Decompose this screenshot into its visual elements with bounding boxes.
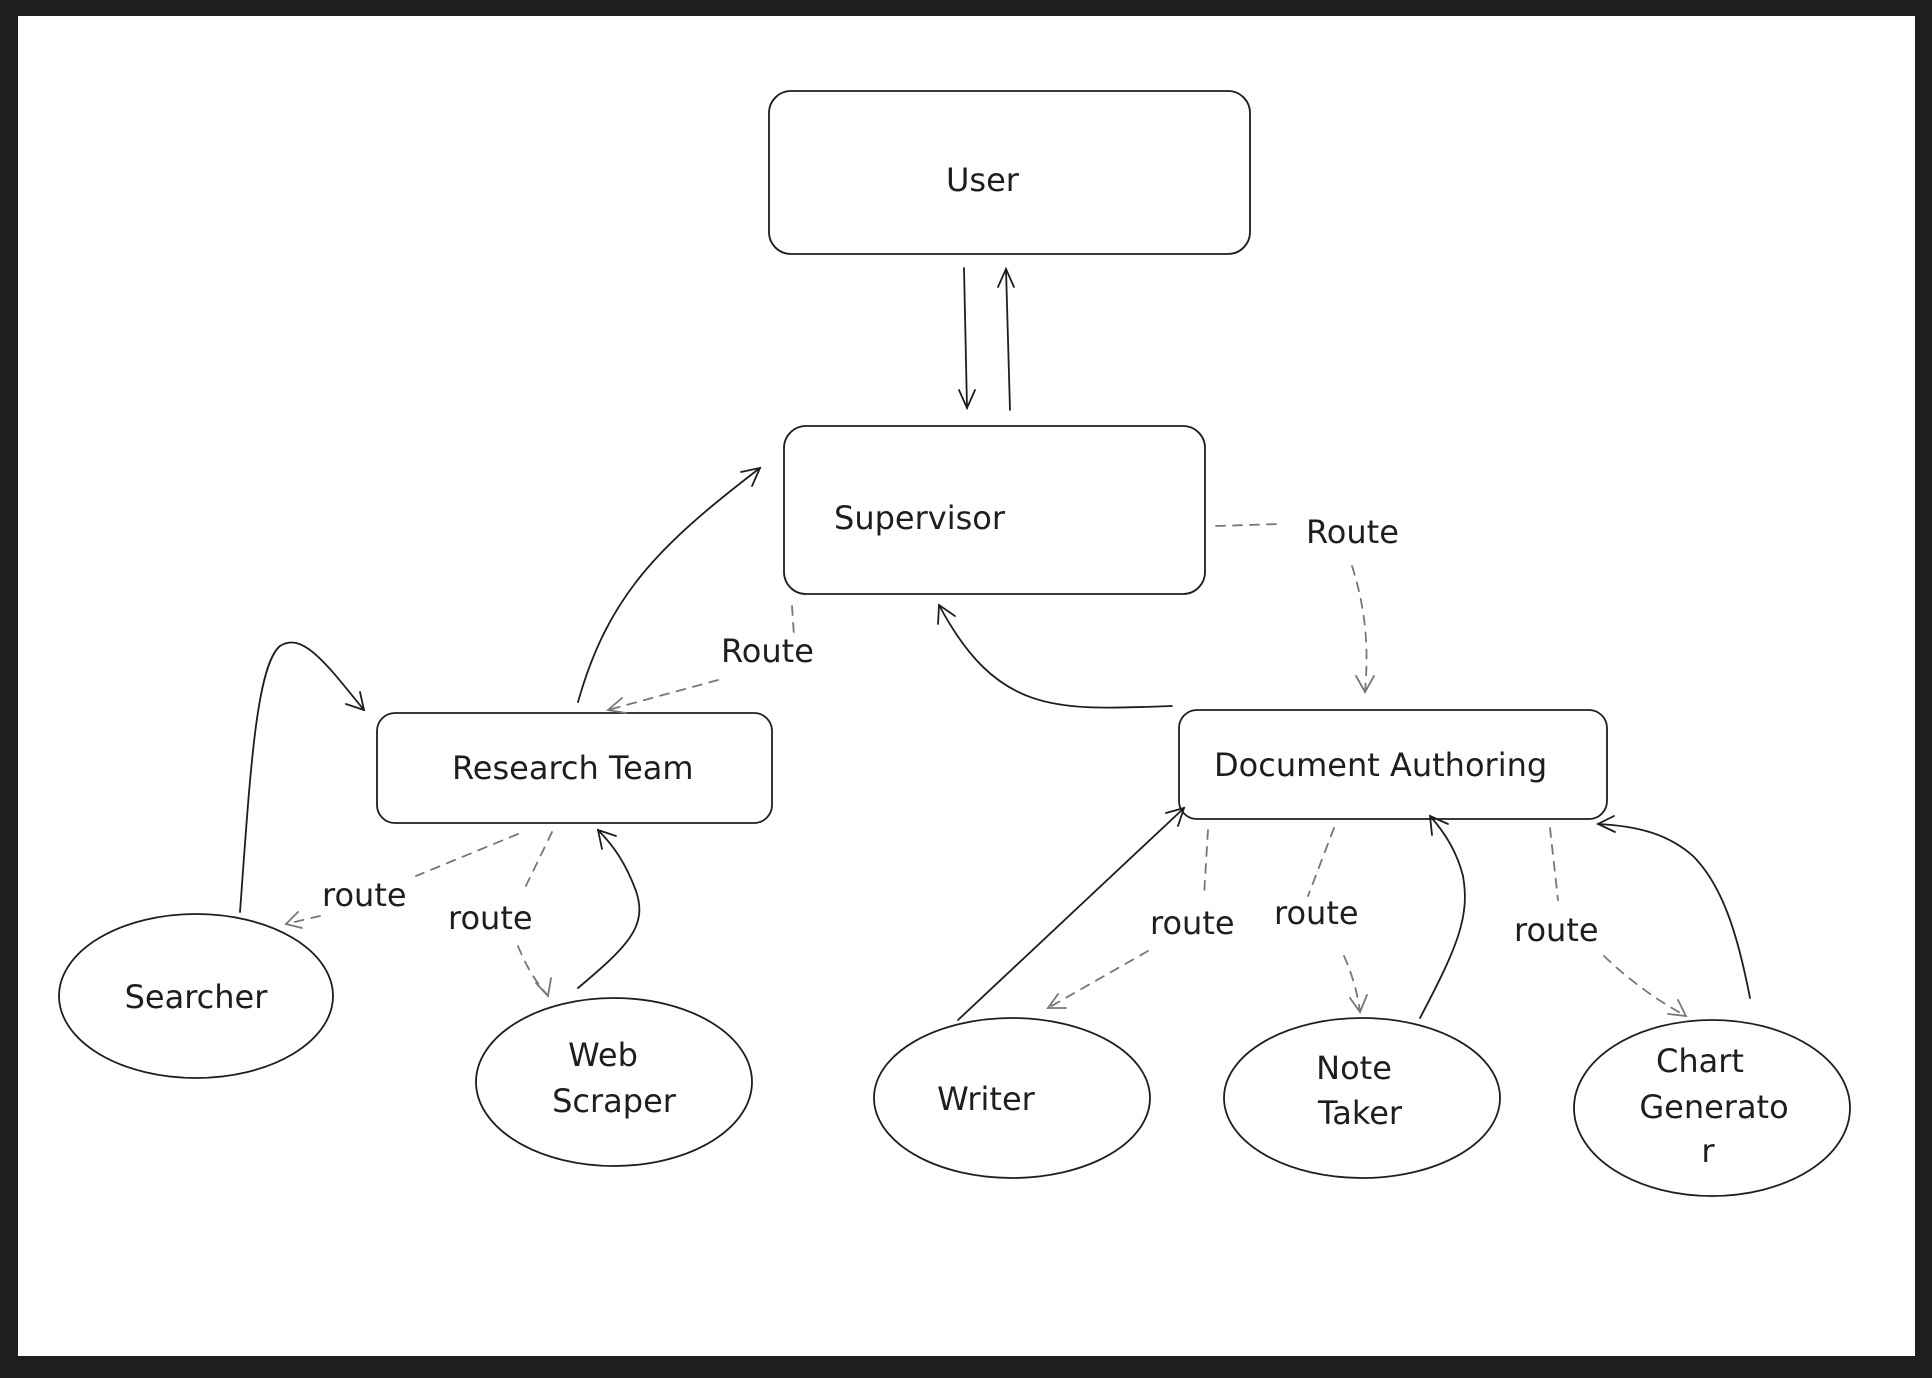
edge-document-route-writer: route bbox=[1046, 829, 1235, 1009]
edge-label-supervisor-document: Route bbox=[1306, 513, 1399, 551]
node-chart-generator: Chart Generato r bbox=[1573, 1019, 1851, 1197]
edge-research-route-scraper: route bbox=[448, 831, 553, 998]
edge-document-to-supervisor bbox=[937, 603, 1173, 709]
edge-label-document-chart: route bbox=[1514, 911, 1599, 949]
node-supervisor-label: Supervisor bbox=[834, 499, 1006, 537]
edge-label-research-searcher: route bbox=[322, 876, 407, 914]
edge-document-route-chart: route bbox=[1514, 827, 1688, 1018]
edge-research-route-searcher: route bbox=[284, 833, 519, 929]
edge-searcher-to-research bbox=[239, 641, 366, 913]
node-chart-generator-line2: Generato bbox=[1639, 1088, 1788, 1126]
edge-document-route-notetaker: route bbox=[1274, 827, 1368, 1014]
diagram-canvas: User Supervisor Research Team Document A… bbox=[18, 16, 1915, 1356]
node-note-taker: Note Taker bbox=[1223, 1017, 1501, 1179]
edge-user-to-supervisor bbox=[958, 267, 976, 411]
edge-research-to-supervisor bbox=[577, 466, 762, 703]
node-chart-generator-line3: r bbox=[1701, 1132, 1715, 1170]
edge-supervisor-route-research: Route bbox=[605, 605, 814, 714]
node-note-taker-line2: Taker bbox=[1317, 1094, 1403, 1132]
node-chart-generator-line1: Chart bbox=[1656, 1042, 1744, 1080]
edge-label-document-notetaker: route bbox=[1274, 894, 1359, 932]
node-supervisor: Supervisor bbox=[783, 425, 1206, 595]
edge-notetaker-to-document bbox=[1419, 814, 1466, 1019]
node-writer: Writer bbox=[873, 1017, 1151, 1179]
edge-chart-to-document bbox=[1595, 815, 1751, 999]
edge-writer-to-document bbox=[957, 806, 1186, 1021]
edge-label-supervisor-research: Route bbox=[721, 632, 814, 670]
node-web-scraper-line1: Web bbox=[568, 1036, 638, 1074]
edge-scraper-to-research bbox=[577, 828, 641, 989]
node-web-scraper: Web Scraper bbox=[475, 997, 753, 1167]
node-searcher-label: Searcher bbox=[125, 978, 269, 1016]
node-research-team: Research Team bbox=[376, 712, 773, 824]
node-research-team-label: Research Team bbox=[452, 749, 694, 787]
node-web-scraper-line2: Scraper bbox=[552, 1082, 677, 1120]
edge-supervisor-route-document: Route bbox=[1215, 513, 1399, 694]
edge-label-research-scraper: route bbox=[448, 899, 533, 937]
node-document-authoring-label: Document Authoring bbox=[1214, 746, 1547, 784]
node-note-taker-line1: Note bbox=[1316, 1049, 1392, 1087]
node-user: User bbox=[768, 90, 1251, 255]
node-writer-label: Writer bbox=[937, 1080, 1035, 1118]
node-searcher: Searcher bbox=[58, 913, 334, 1079]
diagram-svg: User Supervisor Research Team Document A… bbox=[58, 90, 1851, 1197]
node-user-label: User bbox=[946, 161, 1020, 199]
edge-label-document-writer: route bbox=[1150, 904, 1235, 942]
node-document-authoring: Document Authoring bbox=[1178, 709, 1608, 820]
edge-supervisor-to-user bbox=[997, 266, 1015, 411]
